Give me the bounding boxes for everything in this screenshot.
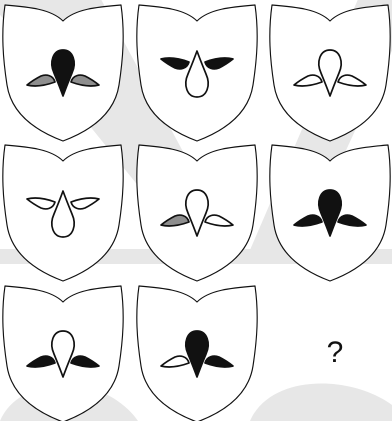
missing-shield-question-mark: ? <box>327 336 344 369</box>
shield-row-3-col-2 <box>137 286 257 421</box>
shield-row-1-col-3 <box>270 5 390 141</box>
watermark-bottom-right-shape <box>250 383 392 421</box>
